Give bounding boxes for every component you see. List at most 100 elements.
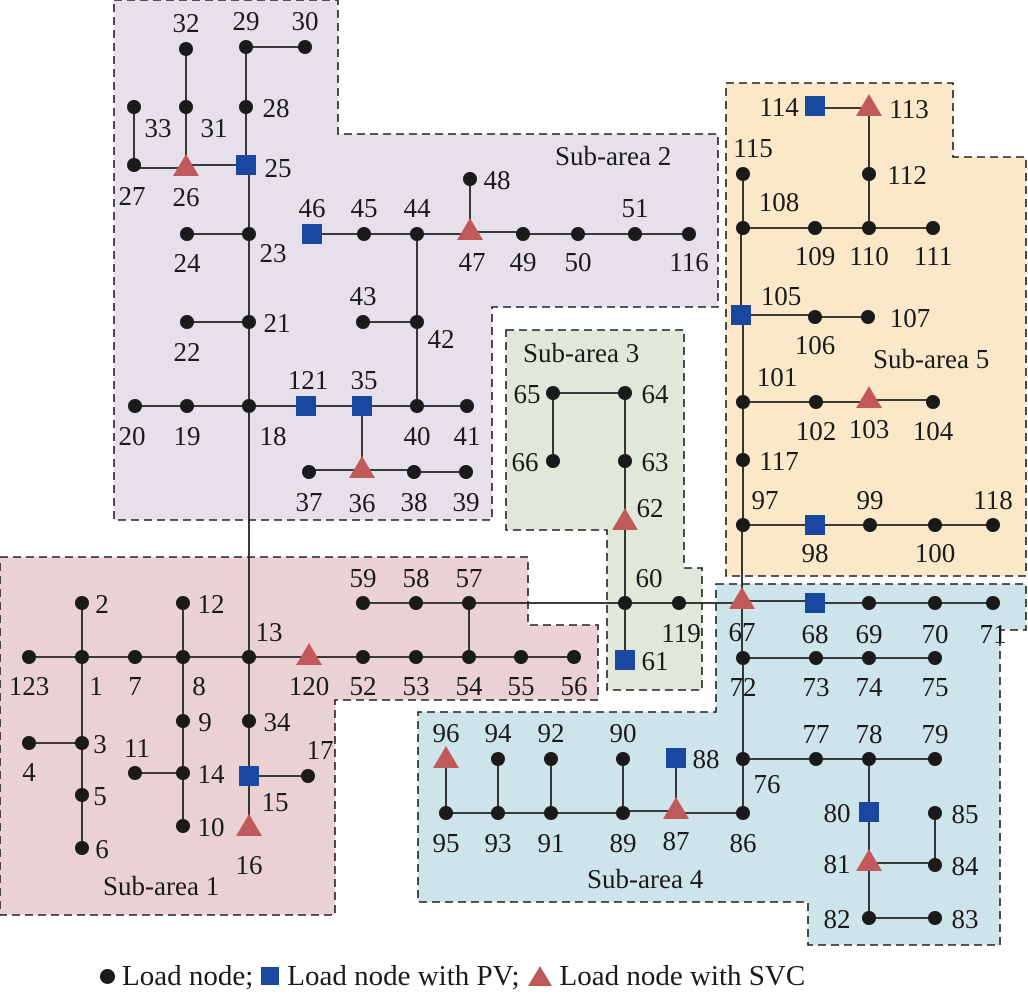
node-89-load xyxy=(616,806,630,820)
node-label-109: 109 xyxy=(795,241,836,271)
node-6-load xyxy=(75,841,89,855)
legend-item-load: Load node; xyxy=(100,960,253,993)
node-label-34: 34 xyxy=(264,707,292,737)
sub-area-3-region xyxy=(505,329,703,691)
node-26-svc xyxy=(173,154,199,176)
node-label-7: 7 xyxy=(128,671,142,701)
node-57-load xyxy=(462,596,476,610)
node-17-load xyxy=(301,769,315,783)
node-16-svc xyxy=(236,814,262,836)
sub-area-5-region xyxy=(725,82,1027,577)
node-58-load xyxy=(409,596,423,610)
node-36-svc xyxy=(349,456,375,478)
node-59-load xyxy=(356,596,370,610)
sub-area-5-label: Sub-area 5 xyxy=(873,344,989,374)
node-108-load xyxy=(736,221,750,235)
node-label-14: 14 xyxy=(198,759,226,789)
node-label-123: 123 xyxy=(9,671,50,701)
node-65-load xyxy=(546,386,560,400)
node-2-load xyxy=(75,596,89,610)
node-29-load xyxy=(239,40,253,54)
network-nodes xyxy=(22,40,1000,925)
node-label-38: 38 xyxy=(401,487,428,517)
node-label-95: 95 xyxy=(433,828,460,858)
node-21-load xyxy=(242,315,256,329)
node-71-load xyxy=(986,596,1000,610)
node-label-87: 87 xyxy=(663,826,690,856)
node-label-4: 4 xyxy=(22,757,36,787)
node-label-86: 86 xyxy=(730,828,757,858)
node-47-svc xyxy=(457,218,483,240)
node-label-61: 61 xyxy=(642,646,669,676)
node-8-load xyxy=(176,650,190,664)
node-label-1: 1 xyxy=(89,671,103,701)
node-78-load xyxy=(862,752,876,766)
node-label-42: 42 xyxy=(428,324,455,354)
node-94-load xyxy=(491,752,505,766)
node-label-57: 57 xyxy=(456,563,483,593)
node-69-load xyxy=(862,596,876,610)
node-label-29: 29 xyxy=(233,6,260,36)
node-43-load xyxy=(356,315,370,329)
node-label-32: 32 xyxy=(173,8,200,38)
node-66-load xyxy=(546,454,560,468)
node-83-load xyxy=(928,911,942,925)
node-label-97: 97 xyxy=(752,485,779,515)
node-113-svc xyxy=(856,94,882,116)
node-label-44: 44 xyxy=(404,193,432,223)
node-label-89: 89 xyxy=(610,828,637,858)
node-93-load xyxy=(491,806,505,820)
node-1-load xyxy=(75,650,89,664)
node-87-svc xyxy=(663,797,689,819)
node-label-12: 12 xyxy=(198,589,225,619)
node-label-75: 75 xyxy=(922,672,949,702)
node-72-load xyxy=(736,651,750,665)
node-32-load xyxy=(179,42,193,56)
node-label-56: 56 xyxy=(561,671,588,701)
node-label-66: 66 xyxy=(512,447,539,477)
node-96-svc xyxy=(433,746,459,768)
node-label-5: 5 xyxy=(93,781,107,811)
node-105-pv xyxy=(731,305,751,325)
node-102-load xyxy=(809,395,823,409)
node-114-pv xyxy=(805,96,825,116)
node-label-24: 24 xyxy=(174,248,202,278)
node-label-94: 94 xyxy=(485,718,513,748)
node-label-101: 101 xyxy=(757,362,798,392)
node-label-79: 79 xyxy=(922,719,949,749)
node-48-load xyxy=(463,172,477,186)
node-label-106: 106 xyxy=(795,330,836,360)
node-label-115: 115 xyxy=(733,133,773,163)
node-84-load xyxy=(928,858,942,872)
node-label-120: 120 xyxy=(289,671,330,701)
node-3-load xyxy=(75,736,89,750)
node-85-load xyxy=(928,806,942,820)
node-75-load xyxy=(928,651,942,665)
node-label-100: 100 xyxy=(915,538,956,568)
node-label-20: 20 xyxy=(119,421,146,451)
node-label-43: 43 xyxy=(350,281,377,311)
node-35-pv xyxy=(352,396,372,416)
node-label-21: 21 xyxy=(264,308,291,338)
node-label-60: 60 xyxy=(636,563,663,593)
node-13-load xyxy=(242,650,256,664)
node-label-30: 30 xyxy=(292,6,319,36)
node-19-load xyxy=(180,399,194,413)
node-74-load xyxy=(862,651,876,665)
node-33-load xyxy=(127,100,141,114)
node-31-load xyxy=(179,100,193,114)
node-24-load xyxy=(180,227,194,241)
legend: Load node; Load node with PV; Load node … xyxy=(100,956,813,996)
node-label-119: 119 xyxy=(661,618,701,648)
sub-area-3-label: Sub-area 3 xyxy=(523,338,639,368)
node-60-load xyxy=(618,596,632,610)
node-86-load xyxy=(736,806,750,820)
node-63-load xyxy=(618,454,632,468)
node-label-36: 36 xyxy=(349,488,376,518)
node-50-load xyxy=(571,227,585,241)
node-label-91: 91 xyxy=(538,828,565,858)
node-label-110: 110 xyxy=(849,241,889,271)
node-54-load xyxy=(462,650,476,664)
node-label-77: 77 xyxy=(803,719,830,749)
node-106-load xyxy=(808,310,822,324)
